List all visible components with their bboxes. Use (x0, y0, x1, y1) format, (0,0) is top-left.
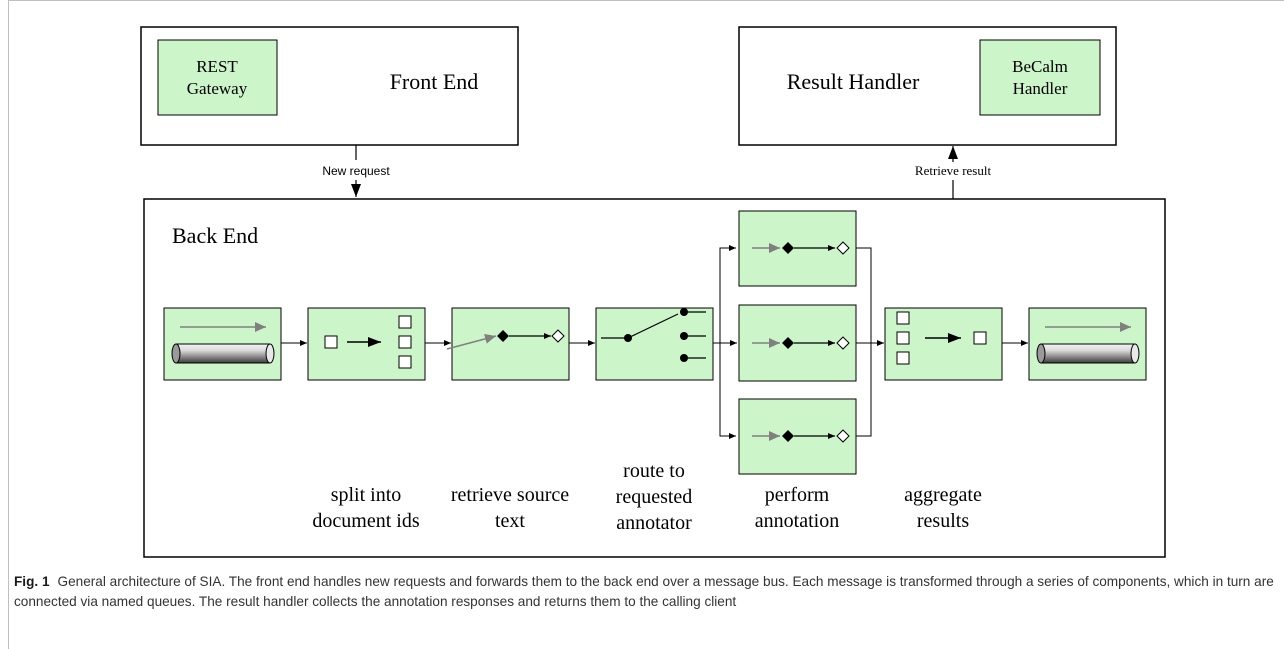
stage-label-route: route to requested annotator (616, 460, 693, 534)
svg-text:annotator: annotator (616, 512, 692, 534)
message-square-icon (896, 311, 910, 325)
becalm-handler-box: BeCalm Handler (979, 39, 1101, 116)
stage-label-split: split into document ids (312, 484, 419, 532)
switch-lever-icon (627, 313, 679, 339)
result-handler-title: Result Handler (787, 69, 920, 94)
filled-diamond-icon (782, 242, 794, 254)
result-handler-box: Result Handler BeCalm Handler (738, 26, 1117, 146)
svg-text:split into: split into (331, 484, 402, 506)
filled-diamond-icon (782, 337, 794, 349)
caption-text: General architecture of SIA. The front e… (14, 574, 1274, 609)
figure-frame-left (8, 0, 9, 649)
message-square-icon (973, 331, 987, 345)
content-enricher-component (446, 307, 570, 381)
annotators-to-aggregator-lines (856, 247, 884, 437)
annotator-component-3 (738, 398, 857, 475)
figure-frame-top (8, 0, 1284, 1)
stage-label-annotate: perform annotation (755, 484, 839, 532)
inbound-channel-component (163, 307, 282, 381)
svg-text:text: text (495, 510, 525, 532)
pipe-icon (171, 343, 275, 364)
filled-diamond-icon (497, 330, 509, 342)
svg-text:requested: requested (616, 486, 693, 508)
message-square-icon (896, 331, 910, 345)
router-component (595, 307, 714, 381)
router-to-annotators-lines (713, 245, 737, 439)
svg-text:annotation: annotation (755, 510, 839, 532)
rest-gateway-box: REST Gateway (157, 39, 278, 116)
svg-text:route to: route to (623, 460, 685, 482)
annotator-component-2 (738, 304, 857, 382)
svg-text:perform: perform (765, 484, 830, 506)
stage-label-retrieve: retrieve source text (451, 484, 569, 532)
message-square-icon (398, 355, 412, 369)
hollow-diamond-icon (836, 429, 850, 443)
splitter-component (307, 307, 426, 381)
aggregator-component (884, 307, 1003, 381)
outbound-channel-component (1028, 307, 1147, 381)
hollow-diamond-icon (836, 336, 850, 350)
svg-text:results: results (917, 510, 969, 532)
svg-text:aggregate: aggregate (904, 484, 982, 506)
hollow-diamond-icon (551, 329, 565, 343)
svg-text:retrieve source: retrieve source (451, 484, 569, 506)
message-square-icon (896, 351, 910, 365)
filled-diamond-icon (782, 430, 794, 442)
rest-gateway-label-2: Gateway (187, 79, 248, 98)
hollow-diamond-icon (836, 241, 850, 255)
figure-label: Fig. 1 (14, 574, 50, 589)
retrieve-result-arrow: Retrieve result (915, 146, 992, 199)
becalm-handler-label-1: BeCalm (1012, 57, 1068, 76)
svg-text:document ids: document ids (312, 510, 419, 532)
becalm-handler-label-2: Handler (1013, 79, 1068, 98)
message-square-icon (398, 315, 412, 329)
retrieve-result-label: Retrieve result (915, 163, 992, 178)
new-request-label: New request (322, 164, 390, 178)
message-square-icon (324, 335, 338, 349)
pipe-icon (1036, 343, 1140, 364)
new-request-arrow: New request (322, 145, 390, 197)
stage-label-aggregate: aggregate results (904, 484, 982, 532)
front-end-title: Front End (390, 69, 479, 94)
message-square-icon (398, 335, 412, 349)
rest-gateway-label-1: REST (196, 57, 238, 76)
annotator-component-1 (738, 210, 857, 287)
front-end-box: REST Gateway Front End (140, 26, 519, 146)
back-end-title: Back End (172, 223, 258, 248)
enrich-arrow-icon (446, 333, 497, 350)
